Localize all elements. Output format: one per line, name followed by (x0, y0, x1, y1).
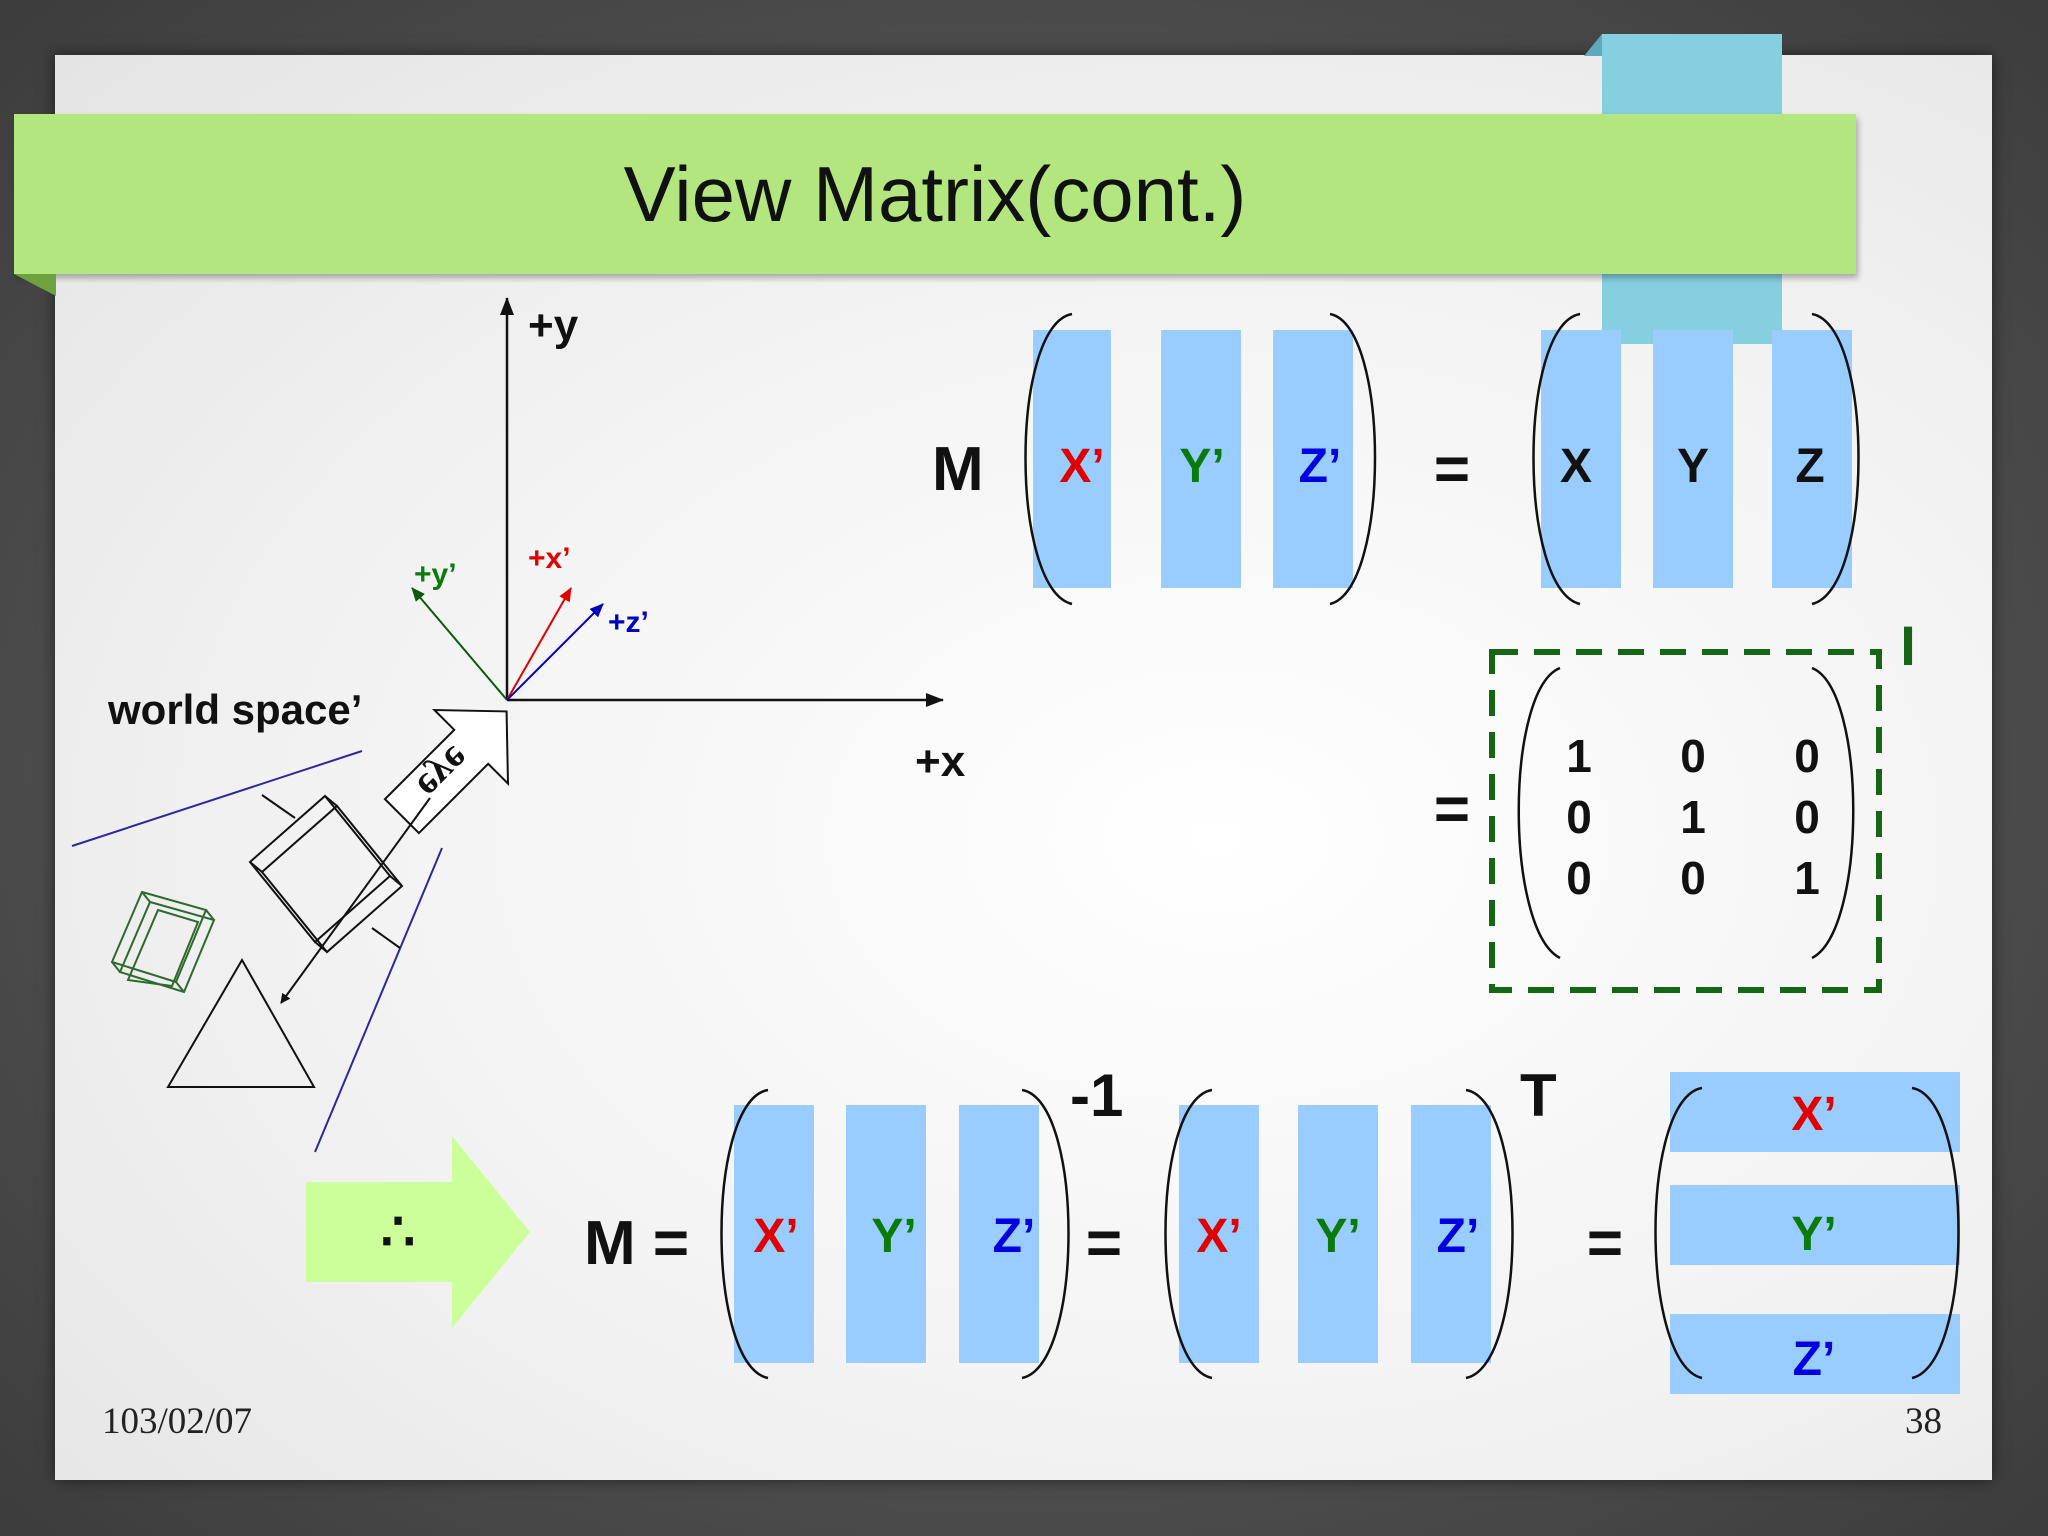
slide-date: 103/02/07 (102, 1401, 253, 1442)
x-axis-label: +x (915, 737, 966, 786)
camera-x-label: +x’ (528, 542, 571, 575)
row-block (1670, 1185, 1960, 1265)
transpose-superscript: T (1520, 1062, 1557, 1129)
column-block (846, 1105, 926, 1363)
column-block (1161, 330, 1241, 588)
identity-cell: 0 (1566, 852, 1592, 904)
left-paren (1164, 1088, 1213, 1380)
column-block (1179, 1105, 1259, 1363)
y-axis-label: +y (528, 301, 579, 350)
matrix-camera-inverse: X’ Y’ Z’ (720, 1088, 1070, 1380)
left-paren (1654, 1086, 1703, 1380)
col-x: X (1560, 440, 1592, 493)
identity-cell: 0 (1566, 791, 1592, 843)
eye-arrow: eye (383, 708, 510, 835)
col-z: Z (1795, 440, 1824, 493)
world-space-label: world space’ (107, 686, 362, 733)
equals-sign-1: = (1434, 435, 1470, 504)
col-z-prime: Z’ (1299, 440, 1342, 493)
therefore-symbol: ∴ (381, 1202, 415, 1262)
m-equals-label: M = (584, 1209, 689, 1278)
inverse-superscript: -1 (1070, 1062, 1123, 1129)
matrix-world-axes: X Y Z (1532, 312, 1860, 606)
identity-cell: 1 (1680, 791, 1706, 843)
row-y-prime: Y’ (1791, 1208, 1836, 1261)
matrix-camera-axes: X’ Y’ Z’ (1024, 312, 1377, 606)
right-paren (1021, 1088, 1070, 1380)
therefore-arrow (306, 1136, 530, 1328)
column-block (1298, 1105, 1378, 1363)
m-label: M (932, 435, 984, 504)
title-bar: View Matrix(cont.) (14, 114, 1856, 274)
small-green-cube (110, 890, 216, 994)
row-block (1670, 1314, 1960, 1394)
equals-sign-identity: = (1434, 775, 1470, 844)
triangle-object (166, 957, 316, 1088)
identity-cell: 0 (1680, 852, 1706, 904)
identity-cell: 0 (1680, 730, 1706, 782)
matrix-camera-transpose: X’ Y’ Z’ (1164, 1088, 1514, 1380)
frustum-line-left (71, 750, 363, 847)
equals-sign-2: = (1086, 1209, 1122, 1278)
identity-dashed-box (1489, 649, 1882, 993)
left-paren (720, 1088, 769, 1380)
column-block (959, 1105, 1039, 1363)
identity-label: I (1900, 614, 1916, 677)
identity-right-paren (1811, 666, 1855, 960)
column-block (1541, 330, 1621, 588)
camera-y-axis (411, 587, 508, 701)
frustum-line-right (314, 847, 443, 1153)
column-block (734, 1105, 814, 1363)
col-z-prime: Z’ (993, 1210, 1036, 1263)
matrix-row-form: X’ Y’ Z’ (1654, 1072, 1960, 1394)
identity-cell: 1 (1794, 852, 1820, 904)
row-z-prime: Z’ (1793, 1333, 1836, 1386)
camera-x-axis (506, 587, 572, 701)
col-x-prime: X’ (1059, 440, 1104, 493)
camera-z-axis (506, 603, 604, 701)
col-y-prime: Y’ (1179, 440, 1224, 493)
right-paren (1911, 1086, 1960, 1380)
column-block (1033, 330, 1111, 588)
col-z-prime: Z’ (1437, 1210, 1480, 1263)
column-block (1273, 330, 1353, 588)
col-y: Y (1677, 440, 1709, 493)
left-paren (1532, 312, 1581, 606)
identity-cell: 0 (1794, 791, 1820, 843)
col-x-prime: X’ (753, 1210, 798, 1263)
identity-entries: 1 0 0 0 1 0 0 0 1 (1566, 730, 1820, 904)
camera-y-label: +y’ (414, 558, 457, 591)
identity-cell: 0 (1794, 730, 1820, 782)
slide-number: 38 (1905, 1401, 1942, 1442)
equals-sign-3: = (1587, 1209, 1623, 1278)
accent-corner (1584, 34, 1602, 56)
row-x-prime: X’ (1791, 1088, 1836, 1141)
cube-wireframe (248, 794, 404, 954)
identity-cell: 1 (1566, 730, 1592, 782)
identity-left-paren (1517, 666, 1561, 960)
column-block (1411, 1105, 1491, 1363)
camera-z-label: +z’ (608, 606, 649, 639)
title-bar-fold (14, 274, 56, 296)
col-y-prime: Y’ (1315, 1210, 1360, 1263)
column-block (1653, 330, 1733, 588)
col-x-prime: X’ (1196, 1210, 1241, 1263)
row-block (1670, 1072, 1960, 1152)
column-block (1772, 330, 1852, 588)
left-paren (1024, 312, 1073, 606)
view-direction (280, 797, 431, 1004)
right-paren (1465, 1088, 1514, 1380)
right-paren (1811, 312, 1860, 606)
slide-title: View Matrix(cont.) (623, 149, 1247, 238)
col-y-prime: Y’ (871, 1210, 916, 1263)
right-paren (1329, 312, 1377, 606)
